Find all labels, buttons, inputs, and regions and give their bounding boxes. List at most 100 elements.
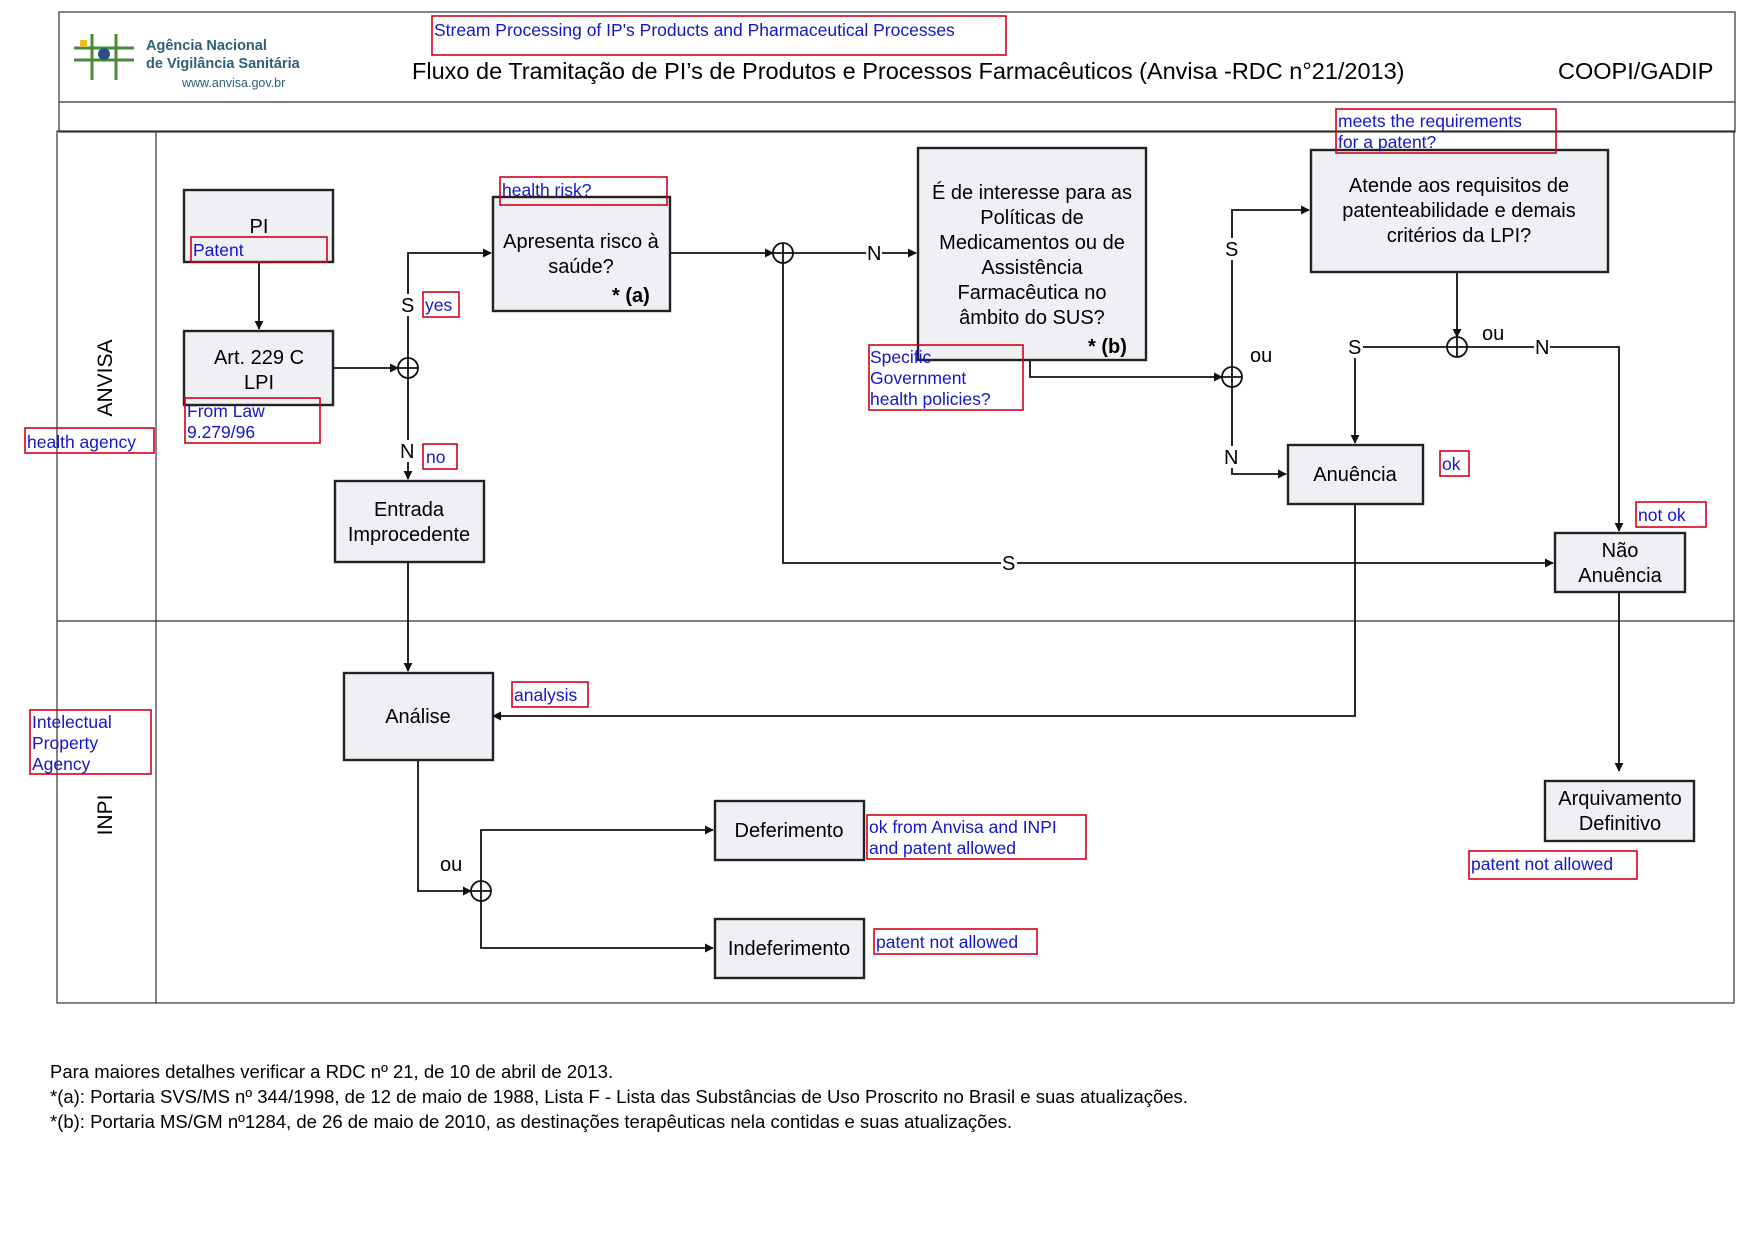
yes-annotation-box: [422, 291, 460, 318]
nodes: PI Patent Art. 229 C LPI From Law 9.279/…: [182, 108, 1707, 980]
inpi-annotation-line3: Agency: [32, 754, 91, 774]
node-requisitos-line1: Atende aos requisitos de: [1349, 175, 1569, 197]
node-requisitos: Atende aos requisitos de patenteabilidad…: [1309, 108, 1610, 274]
pi-annotation: Patent: [193, 240, 244, 260]
footer-line1: Para maiores detalhes verificar a RDC nº…: [50, 1061, 613, 1082]
gateway-circle-plus-icon: [470, 880, 492, 902]
label-n-gw3: N: [1224, 447, 1238, 469]
lane-label-inpi: INPI: [94, 795, 117, 836]
node-deferimento: Deferimento ok from Anvisa and INPI and …: [713, 799, 1087, 862]
title-annotation: Stream Processing of IP's Products and P…: [434, 20, 955, 40]
node-requisitos-line2: patenteabilidade e demais: [1342, 200, 1576, 222]
node-interesse-line3: Medicamentos ou de: [939, 232, 1125, 254]
deferimento-annotation-line2: and patent allowed: [869, 838, 1016, 858]
node-entrada: Entrada Improcedente: [333, 479, 486, 564]
label-n-gw4: N: [1535, 337, 1549, 359]
node-entrada-line2: Improcedente: [348, 524, 470, 546]
node-pi: PI Patent: [182, 188, 335, 264]
logo-url: www.anvisa.gov.br: [181, 76, 285, 90]
logo-line1: Agência Nacional: [146, 38, 267, 54]
deferimento-annotation-line1: ok from Anvisa and INPI: [869, 817, 1057, 837]
node-indeferimento: Indeferimento patent not allowed: [713, 917, 1038, 980]
label-s-gw4: S: [1348, 337, 1361, 359]
no-annotation: no: [426, 447, 445, 467]
gateway-circle-plus-icon: [397, 357, 419, 379]
interesse-annotation-line1: Specific: [870, 347, 932, 367]
node-risco: Apresenta risco à saúde? * (a) health ri…: [491, 176, 672, 313]
header: Agência Nacional de Vigilância Sanitária…: [58, 11, 1736, 133]
pi-annotation-box: [190, 236, 328, 263]
node-indeferimento-label: Indeferimento: [728, 938, 850, 960]
anvisa-logo-icon: [74, 34, 134, 80]
interesse-annotation-line3: health policies?: [870, 389, 991, 409]
label-ou-gw5: ou: [440, 854, 462, 876]
gateway-circle-plus-icon: [1221, 366, 1243, 388]
deferimento-annotation-box: [866, 814, 1087, 860]
node-risco-line1: Apresenta risco à: [503, 231, 660, 253]
nao-anuencia-annotation: not ok: [1638, 505, 1686, 525]
indeferimento-annotation-box: [873, 928, 1038, 955]
no-annotation-box: [422, 443, 458, 470]
edge-gw4-anuencia: [1350, 346, 1447, 444]
page-title: Fluxo de Tramitação de PI’s de Produtos …: [412, 58, 1405, 84]
requisitos-annotation-line1: meets the requirements: [1338, 111, 1522, 131]
node-interesse-line6: âmbito do SUS?: [959, 307, 1105, 329]
arquivamento-annotation-box: [1468, 850, 1638, 880]
logo-line2: de Vigilância Sanitária: [146, 56, 301, 72]
lanes-frame: [56, 130, 1735, 1004]
requisitos-annotation-box: [1335, 108, 1557, 154]
footer-line3: *(b): Portaria MS/GM nº1284, de 26 de ma…: [50, 1111, 1012, 1132]
node-anuencia: Anuência ok: [1286, 443, 1470, 506]
footer-line2: *(a): Portaria SVS/MS nº 344/1998, de 12…: [50, 1086, 1188, 1107]
lane-label-anvisa: ANVISA: [94, 339, 117, 416]
node-deferimento-label: Deferimento: [735, 820, 844, 842]
edge-gw5-deferimento: [480, 825, 714, 881]
title-annotation-box: [431, 15, 1007, 56]
art229-annotation-line1: From Law: [187, 401, 265, 421]
label-ou-gw4: ou: [1482, 323, 1504, 345]
swimlanes: ANVISA INPI health agency Intelectual Pr…: [24, 130, 1735, 1004]
node-art229: Art. 229 C LPI From Law 9.279/96: [182, 329, 335, 444]
analise-annotation-box: [511, 681, 589, 708]
anvisa-annotation-box: [24, 427, 155, 454]
edge-gw5-indeferimento: [480, 901, 714, 953]
edge-gw4-nao-anuencia: [1467, 346, 1624, 532]
node-interesse-line5: Farmacêutica no: [958, 282, 1107, 304]
node-analise: Análise analysis: [342, 671, 589, 762]
gateways: [397, 242, 1468, 902]
label-s-gw2: S: [1002, 553, 1015, 575]
interesse-annotation-box: [868, 344, 1024, 411]
nao-anuencia-annotation-box: [1635, 501, 1707, 528]
footer-notes: Para maiores detalhes verificar a RDC nº…: [50, 1061, 1188, 1132]
label-n-gw2: N: [867, 243, 881, 265]
analise-annotation: analysis: [514, 685, 577, 705]
label-s-gw3: S: [1225, 239, 1238, 261]
node-entrada-line1: Entrada: [374, 499, 445, 521]
node-risco-marker: * (a): [612, 285, 650, 307]
indeferimento-annotation: patent not allowed: [876, 932, 1018, 952]
anuencia-annotation: ok: [1442, 454, 1461, 474]
node-nao-anuencia: Não Anuência not ok: [1553, 501, 1707, 594]
node-arquivamento-line2: Definitivo: [1579, 813, 1661, 835]
risco-annotation-box: [499, 176, 668, 206]
edge-gw1-risco: [407, 248, 492, 358]
edge-anuencia-analise: [492, 504, 1356, 721]
art229-annotation-line2: 9.279/96: [187, 422, 255, 442]
gateway-circle-plus-icon: [772, 242, 794, 264]
inpi-annotation-box: [29, 709, 152, 775]
node-pi-label: PI: [250, 216, 269, 238]
node-nao-anuencia-line2: Anuência: [1578, 565, 1662, 587]
node-interesse-line1: É de interesse para as: [932, 181, 1132, 204]
requisitos-annotation-line2: for a patent?: [1338, 132, 1437, 152]
node-interesse: É de interesse para as Políticas de Medi…: [868, 146, 1148, 411]
node-arquivamento: Arquivamento Definitivo patent not allow…: [1468, 779, 1696, 880]
inpi-annotation-line2: Property: [32, 733, 98, 753]
edge-labels: S yes N no N S S N ou S N ou ou: [400, 238, 1550, 876]
label-n-gw1: N: [400, 441, 414, 463]
node-art229-line1: Art. 229 C: [214, 347, 304, 369]
edge-gw3-anuencia: [1231, 387, 1287, 479]
gateway-circle-plus-icon: [1446, 336, 1468, 358]
node-art229-line2: LPI: [244, 372, 274, 394]
edges: [254, 205, 1624, 953]
